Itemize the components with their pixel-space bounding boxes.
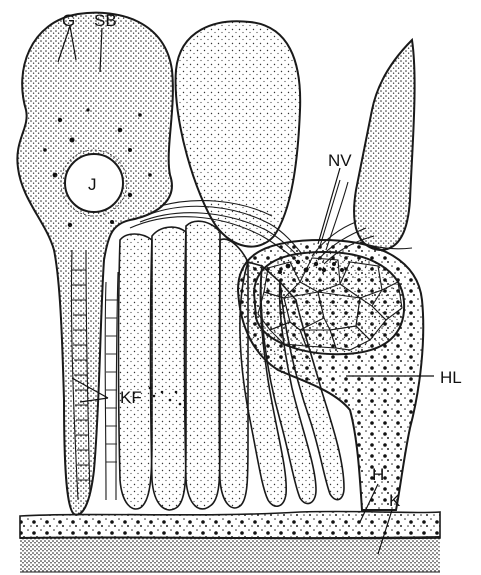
label-hl: HL [440,368,462,387]
label-nv: NV [328,151,352,170]
label-sb: SB [94,11,117,30]
upper-right-cell [354,40,415,250]
label-j: J [88,175,97,194]
label-h: H [372,465,384,484]
layer-h [20,511,440,538]
label-g: G [62,11,75,30]
label-kf: KF [120,388,142,407]
label-k: K [389,491,401,510]
basal-layer-k [20,537,440,572]
